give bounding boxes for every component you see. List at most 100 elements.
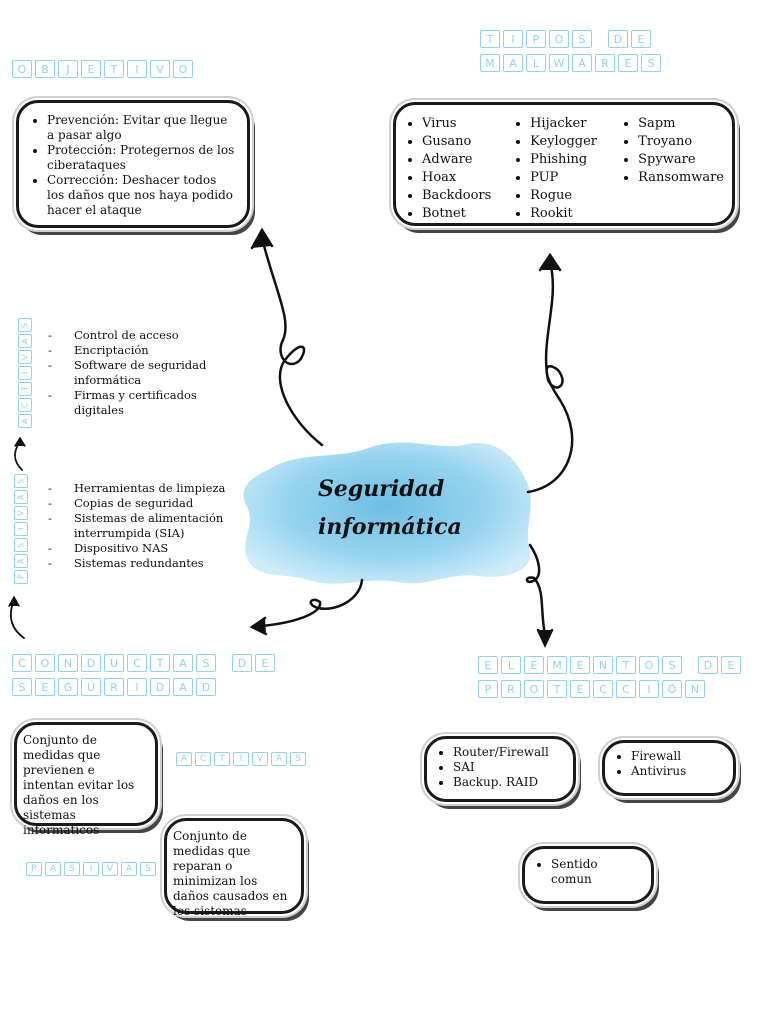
side-label-letter: A [14,554,28,568]
heading-letter: O [524,680,544,698]
heading-letter: I [83,862,99,876]
heading-letter: A [176,752,192,766]
conductas-activas-box: Conjunto de medidas que previenen e inte… [14,722,158,837]
malware-item: Phishing [530,151,616,169]
central-topic: Seguridad informática [318,470,462,546]
arrow-activas-side [14,441,23,471]
objetivo-item: Protección: Protegernos de los ciberataq… [47,143,237,173]
heading-letter: L [526,54,546,72]
heading-letter: T [104,60,124,78]
arrowhead-activas-side [14,436,26,447]
heading-letter [219,654,229,672]
conductas-pasivas-text: Conjunto de medidas que reparan o minimi… [173,829,288,918]
heading-letter: V [150,60,170,78]
malware-item: Virus [422,115,508,133]
heading-letter: O [639,656,659,674]
malware-item: Hoax [422,169,508,187]
arrowhead-malwares [538,252,562,272]
heading-letter: C [616,680,636,698]
malware-item: Sapm [638,115,724,133]
heading-letter: T [214,752,230,766]
side-label-letter: I [14,522,28,536]
conductas-pasivas-box: Conjunto de medidas que reparan o minimi… [164,818,304,918]
proteccion-list-1: Router/FirewallSAIBackup. RAID [431,745,569,790]
heading-letter: S [64,862,80,876]
heading-letter: D [81,654,101,672]
arrow-to-conductas [260,578,364,628]
heading-letter: C [12,654,32,672]
heading-letter: E [618,54,638,72]
heading-letter: E [570,680,590,698]
heading-letter: D [608,30,628,48]
heading-letter: D [150,678,170,696]
heading-letter: S [12,678,32,696]
arrowhead-pasivas-side [8,595,20,607]
side-label-letter: P [14,570,28,584]
heading-letter: A [503,54,523,72]
proteccion-box-3: Sentido comun [522,846,654,904]
heading-letter: P [26,862,42,876]
heading-letter: E [570,656,590,674]
pasivas-item: Copias de seguridad [48,496,238,511]
heading-letter: T [150,654,170,672]
heading-letter: V [252,752,268,766]
objetivo-item: Corrección: Deshacer todos los daños que… [47,173,237,218]
heading-letter: T [616,656,636,674]
side-label-letter: A [14,490,28,504]
arrowhead-objetivo [250,227,274,250]
heading-letter: E [524,656,544,674]
side-label-letter: I [18,366,32,380]
heading-letter: E [81,60,101,78]
heading-letter: C [127,654,147,672]
proteccion-item: Sentido comun [551,857,631,887]
heading-letter: D [232,654,252,672]
side-label-letter: A [18,414,32,428]
side-label-letter: V [14,506,28,520]
proteccion-list-3: Sentido comun [529,857,631,887]
activas-item: Encriptación [48,343,228,358]
activas-item: Firmas y certificados digitales [48,388,228,418]
proteccion-list-2: FirewallAntivirus [609,749,729,779]
heading-letter: P [478,680,498,698]
heading-letter: E [255,654,275,672]
heading-letter: N [685,680,705,698]
objetivo-list: Prevención: Evitar que llegue a pasar al… [25,113,237,218]
heading-letter: O [35,654,55,672]
proteccion-item: Router/Firewall [453,745,569,760]
heading-letter: S [290,752,306,766]
heading-letter: I [127,678,147,696]
heading-letter: T [480,30,500,48]
heading-letter: B [35,60,55,78]
heading-letter: C [195,752,211,766]
malware-item: Botnet [422,205,508,223]
side-label-letter: S [14,474,28,488]
side-label-letter: C [18,398,32,412]
side-label-letter: A [18,334,32,348]
malware-item: Hijacker [530,115,616,133]
proteccion-item: Antivirus [631,764,729,779]
heading-letter: U [81,678,101,696]
heading-letter: J [58,60,78,78]
malware-column-1: VirusGusanoAdwareHoaxBackdoorsBotnet [400,115,508,221]
pasivas-item: Sistemas de alimentación interrumpida (S… [48,511,238,541]
heading-letter: L [501,656,521,674]
central-topic-line2: informática [318,514,462,540]
heading-letter: E [631,30,651,48]
malware-item: Adware [422,151,508,169]
heading-letter: O [173,60,193,78]
arrowhead-conductas [249,616,268,636]
heading-letter: I [639,680,659,698]
heading-letter: I [127,60,147,78]
side-label-letter: T [18,382,32,396]
heading-letter: V [102,862,118,876]
heading-letter: D [196,678,216,696]
malware-item: Rogue [530,187,616,205]
heading-letter: C [593,680,613,698]
arrowhead-proteccion [536,628,554,648]
